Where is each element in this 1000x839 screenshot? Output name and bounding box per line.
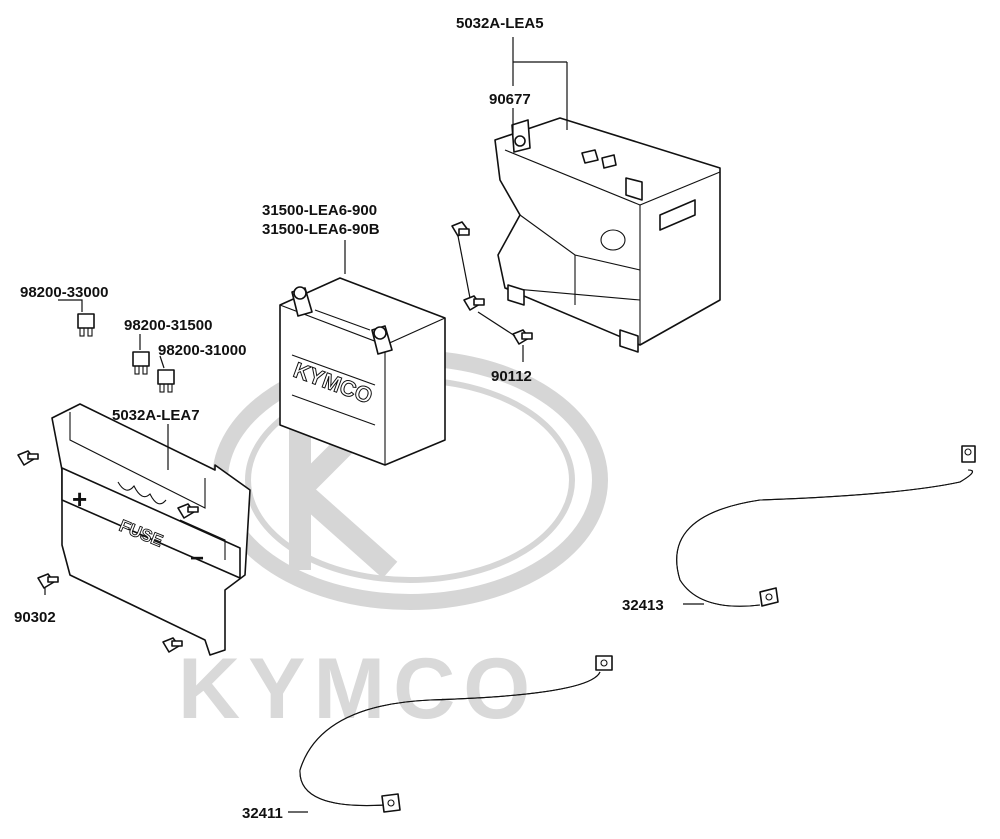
bolt-left-top: [17, 450, 39, 466]
fuse-98200-31000: [157, 369, 175, 393]
label-bracket: 5032A-LEA7: [112, 407, 200, 424]
bolt-90302: [37, 573, 59, 589]
leader-lines: [44, 37, 704, 813]
label-battery-1: 31500-LEA6-900: [262, 202, 377, 219]
label-bolt-right: 90112: [491, 368, 532, 385]
label-fuse-30a: 98200-33000: [20, 284, 108, 301]
battery-cable-32413: [676, 445, 976, 607]
plus-sign: +: [72, 484, 87, 514]
fuse-98200-31500: [132, 351, 150, 375]
minus-sign: −: [190, 545, 204, 572]
label-bolt-left: 90302: [14, 609, 56, 626]
fuse-holder-bracket: + − FUSE: [51, 403, 251, 656]
label-cable-upper: 32413: [622, 597, 664, 614]
label-bolt-top: 90677: [489, 91, 531, 108]
label-fuse-10a: 98200-31000: [158, 342, 246, 359]
battery: KYMCO: [279, 277, 446, 466]
label-fuse-15a: 98200-31500: [124, 317, 212, 334]
bolt-upper-box: [451, 221, 470, 237]
bolt-90677: [514, 135, 526, 147]
label-battery-box: 5032A-LEA5: [456, 15, 544, 32]
bolt-middle-box: [463, 295, 485, 311]
bolt-lower: [162, 637, 183, 653]
label-battery-2: 31500-LEA6-90B: [262, 221, 380, 238]
bolt-90112: [512, 329, 533, 345]
battery-box: [494, 117, 721, 353]
bolt-mid: [177, 503, 199, 519]
fuse-98200-33000: [77, 313, 95, 337]
battery-cable-32411: [299, 655, 613, 813]
label-cable-lower: 32411: [242, 805, 283, 822]
watermark-text: KYMCO: [178, 641, 538, 737]
